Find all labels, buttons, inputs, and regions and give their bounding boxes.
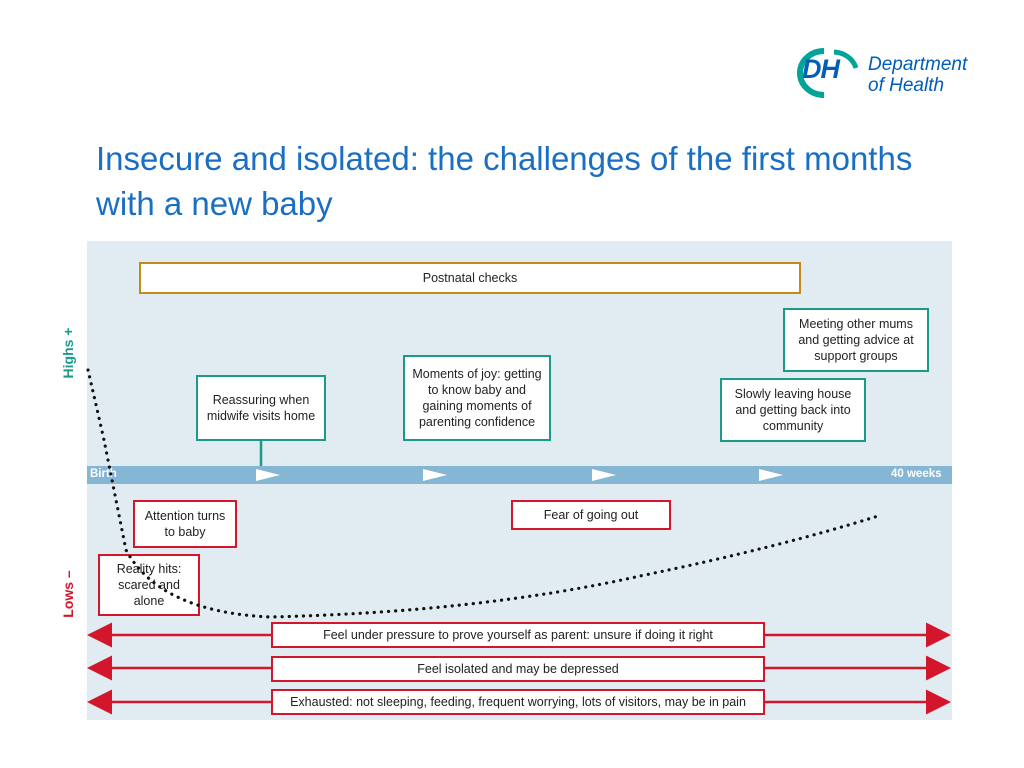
timeline-end-label: 40 weeks xyxy=(891,468,942,480)
slide-title: Insecure and isolated: the challenges of… xyxy=(96,140,913,222)
logo-line-2: of Health xyxy=(868,75,945,96)
high-midwife-visits-box: Reassuring when midwife visits home xyxy=(196,375,326,441)
exhausted-bar: Exhausted: not sleeping, feeding, freque… xyxy=(271,689,765,715)
low-fear-going-out-box: Fear of going out xyxy=(511,500,671,530)
logo-initials: DH xyxy=(802,54,840,84)
high-moments-of-joy-box: Moments of joy: getting to know baby and… xyxy=(403,355,551,441)
isolated-bar: Feel isolated and may be depressed xyxy=(271,656,765,682)
timeline-start-label: Birth xyxy=(90,468,117,480)
lows-axis-label: Lows – xyxy=(60,570,76,618)
logo-line-1: Department xyxy=(868,54,968,75)
postnatal-checks-box: Postnatal checks xyxy=(139,262,801,294)
highs-axis-label: Highs + xyxy=(60,327,76,379)
department-of-health-logo: DH Department of Health xyxy=(794,44,1004,106)
low-attention-turns-box: Attention turns to baby xyxy=(133,500,237,548)
pressure-bar: Feel under pressure to prove yourself as… xyxy=(271,622,765,648)
dh-swoosh-icon xyxy=(797,48,859,98)
high-meeting-mums-box: Meeting other mums and getting advice at… xyxy=(783,308,929,372)
high-leaving-house-box: Slowly leaving house and getting back in… xyxy=(720,378,866,442)
timeline-bar xyxy=(87,466,952,484)
low-reality-hits-box: Reality hits: scared and alone xyxy=(98,554,200,616)
logo-wordmark: Department of Health xyxy=(868,54,967,96)
